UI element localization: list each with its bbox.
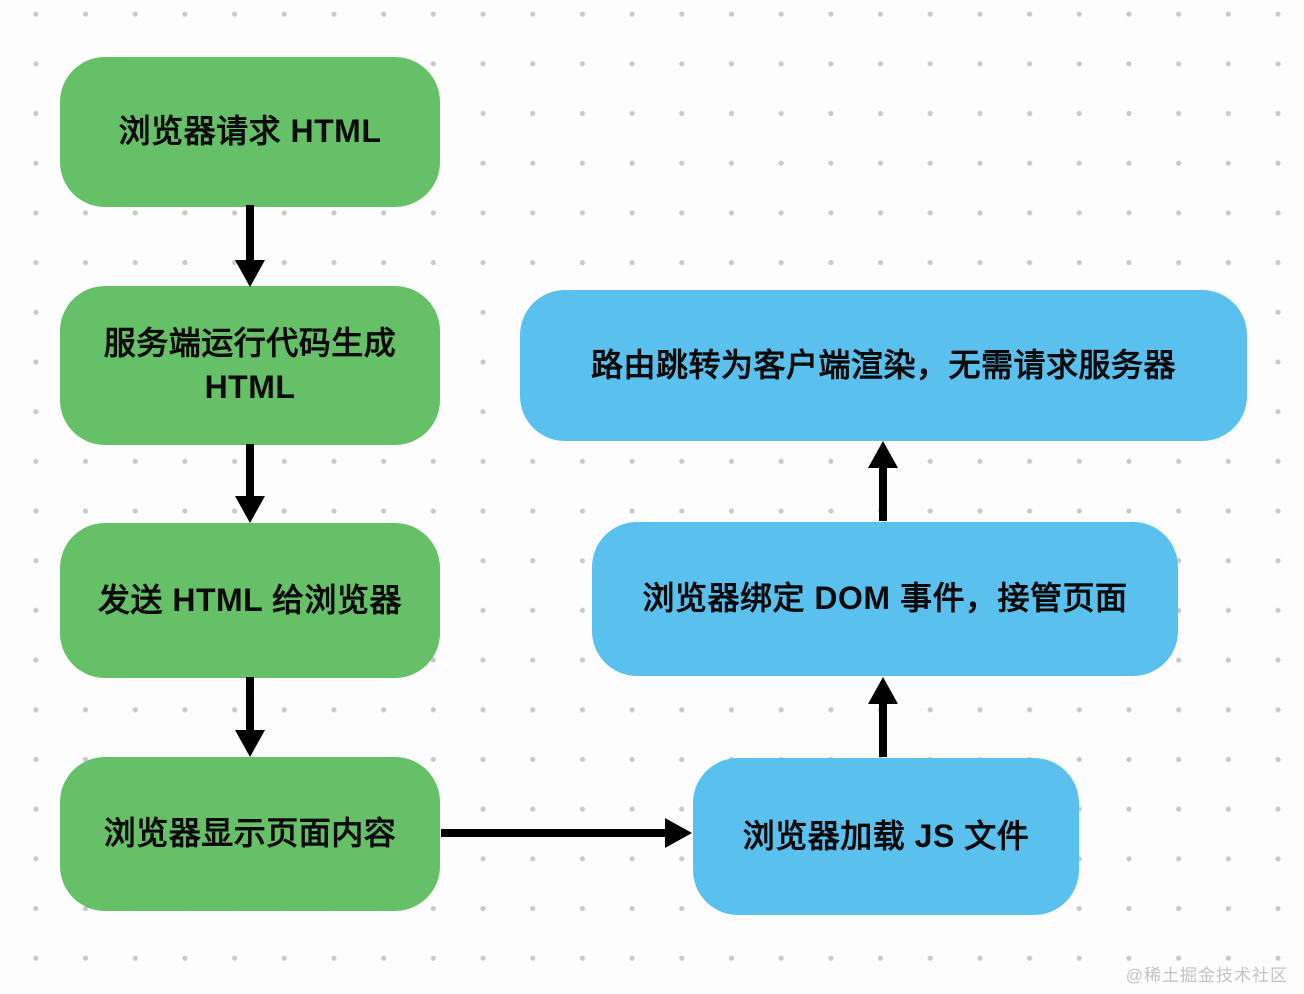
arrow-up-icon (867, 441, 899, 521)
arrow-head (235, 730, 265, 757)
node-server-generate-html: 服务端运行代码生成 HTML (60, 286, 440, 445)
node-browser-display-content: 浏览器显示页面内容 (60, 757, 440, 911)
arrow-stem (879, 704, 887, 757)
node-browser-load-js: 浏览器加载 JS 文件 (693, 758, 1079, 915)
arrow-head (665, 818, 692, 848)
arrow-stem (246, 444, 254, 496)
arrow-stem (246, 205, 254, 260)
arrow-down-icon (234, 205, 266, 287)
arrow-right-icon (441, 817, 692, 849)
arrow-stem (441, 829, 665, 837)
arrow-down-icon (234, 677, 266, 757)
node-send-html-to-browser: 发送 HTML 给浏览器 (60, 523, 440, 678)
arrow-down-icon (234, 444, 266, 523)
arrow-stem (879, 468, 887, 521)
node-browser-request-html: 浏览器请求 HTML (60, 57, 440, 207)
node-client-side-routing: 路由跳转为客户端渲染，无需请求服务器 (520, 290, 1247, 441)
node-bind-dom-events: 浏览器绑定 DOM 事件，接管页面 (592, 522, 1178, 676)
arrow-head (868, 441, 898, 468)
arrow-head (235, 496, 265, 523)
arrow-head (235, 260, 265, 287)
watermark: @稀土掘金技术社区 (1125, 966, 1288, 985)
arrow-head (868, 677, 898, 704)
arrow-stem (246, 677, 254, 730)
arrow-up-icon (867, 677, 899, 757)
